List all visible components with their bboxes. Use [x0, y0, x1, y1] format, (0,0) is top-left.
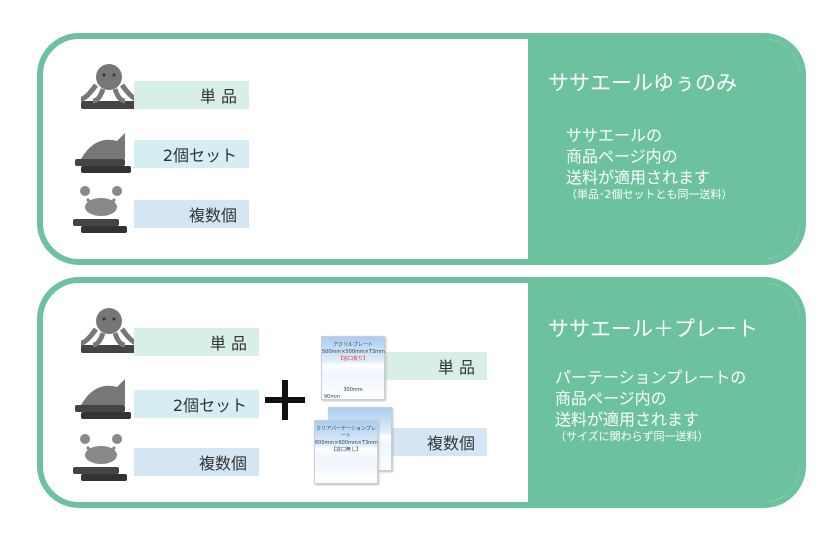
plate-dim: 300mm: [343, 387, 363, 393]
yunomi-card: 単 品 2個セット 複数個 ササエールゆぅのみ ササエールの 商品ページ内の 送…: [37, 33, 806, 265]
octopus-figure-icon: [81, 63, 141, 113]
plate-tag: 【窓口無し】: [330, 447, 361, 453]
desc-line: 送料が適用されます: [566, 168, 711, 187]
octopus-figure-icon: [81, 307, 141, 357]
crab-figure-icon: [73, 185, 129, 235]
panel-desc: ササエールの 商品ページ内の 送料が適用されます （単品･2個セットとも同一送料…: [566, 125, 733, 202]
plate-size: 600mm×600mm×T3mm: [315, 440, 378, 446]
desc-note: （単品･2個セットとも同一送料）: [566, 188, 733, 201]
desc-note: （サイズに関わらず同一送料）: [555, 430, 709, 443]
info-panel: ササエールゆぅのみ ササエールの 商品ページ内の 送料が適用されます （単品･2…: [528, 39, 800, 259]
label-single: 単 品: [134, 81, 249, 109]
cat-figure-icon: [75, 133, 131, 173]
plate-tag: 【窓口有り】: [337, 356, 368, 362]
label-single: 単 品: [134, 328, 259, 356]
plate-label-single: 単 品: [380, 352, 487, 380]
label-multiple: 複数個: [134, 200, 249, 228]
info-panel: ササエール＋プレート パーテーションプレートの 商品ページ内の 送料が適用されま…: [528, 283, 800, 502]
acrylic-plate-image: アクリルプレート 500mm×500mm×T3mm 【窓口有り】 300mm 9…: [321, 336, 385, 400]
desc-line: パーテーションプレートの: [555, 368, 747, 387]
desc-line: 送料が適用されます: [555, 410, 700, 429]
desc-line: 商品ページ内の: [566, 147, 678, 166]
plate-name: クリアパーテーションプレート: [316, 426, 376, 439]
clear-plate-image: クリアパーテーションプレート 600mm×600mm×T3mm 【窓口無し】: [314, 420, 378, 484]
plate-label-multiple: 複数個: [380, 428, 487, 456]
crab-figure-icon: [73, 433, 129, 483]
plate-dim: 90mm: [324, 394, 341, 400]
label-two-set: 2個セット: [134, 140, 249, 168]
plate-card: 単 品 2個セット 複数個 単 品 複数個 アクリルプレート 500mm×500…: [37, 277, 806, 508]
panel-title: ササエール＋プレート: [548, 317, 758, 341]
plate-size: 500mm×500mm×T3mm: [322, 349, 385, 355]
panel-title: ササエールゆぅのみ: [548, 71, 737, 95]
plate-name: アクリルプレート: [333, 342, 373, 348]
panel-desc: パーテーションプレートの 商品ページ内の 送料が適用されます （サイズに関わらず…: [555, 367, 746, 444]
label-two-set: 2個セット: [134, 390, 259, 418]
cat-figure-icon: [75, 379, 131, 419]
plus-icon: [265, 380, 305, 420]
desc-line: ササエールの: [566, 126, 663, 145]
desc-line: 商品ページ内の: [555, 389, 667, 408]
label-multiple: 複数個: [134, 448, 259, 476]
